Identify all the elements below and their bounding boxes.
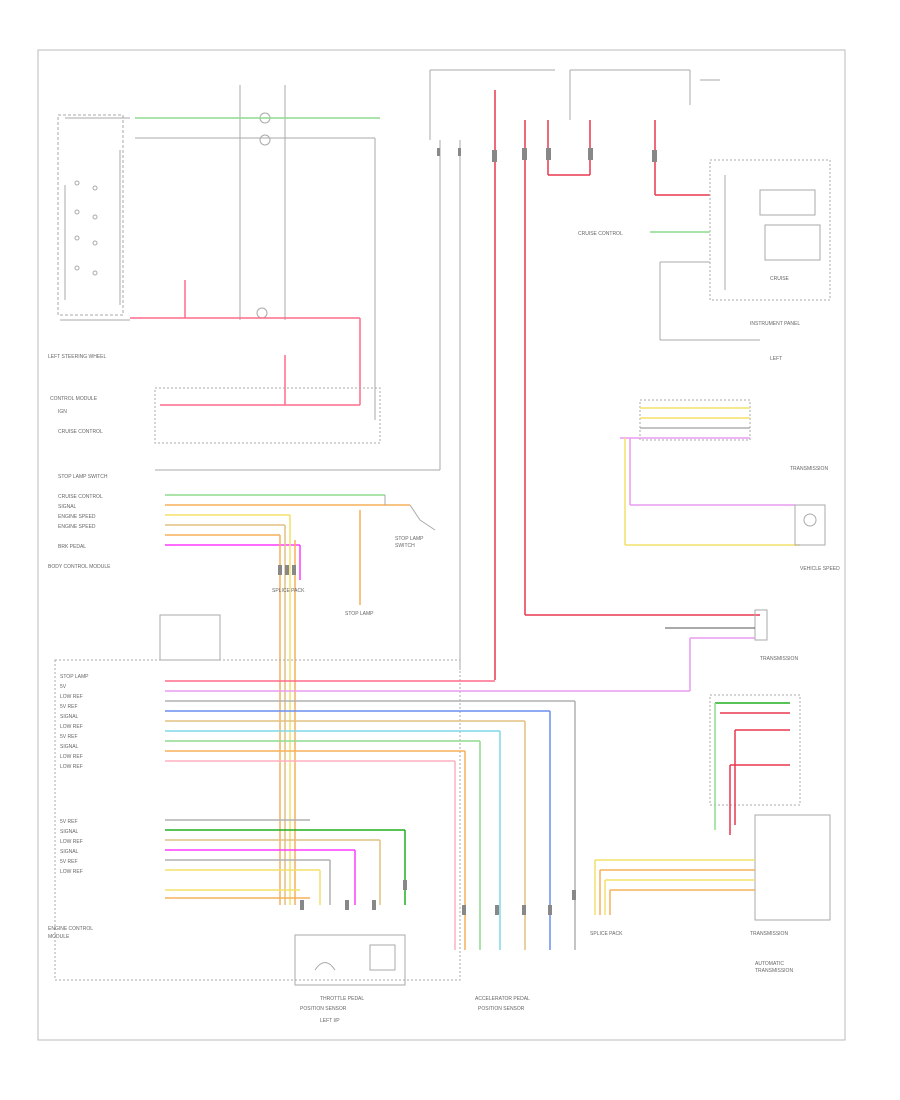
svg-text:LOW REF: LOW REF: [60, 839, 83, 845]
left-instrument-panel: [57, 114, 130, 321]
svg-text:ENGINE CONTROL: ENGINE CONTROL: [48, 926, 93, 932]
svg-text:STOP LAMP: STOP LAMP: [60, 674, 89, 680]
svg-text:LOW REF: LOW REF: [60, 869, 83, 875]
body-control-module: [154, 140, 461, 670]
svg-text:SPLICE PACK: SPLICE PACK: [590, 931, 623, 937]
pedal-drops: [319, 830, 406, 905]
svg-text:LOW REF: LOW REF: [60, 754, 83, 760]
engine-control-module: [54, 614, 461, 981]
svg-text:SIGNAL: SIGNAL: [60, 744, 79, 750]
svg-text:LOW REF: LOW REF: [60, 694, 83, 700]
svg-text:STOP LAMP SWITCH: STOP LAMP SWITCH: [58, 474, 108, 480]
svg-text:CONTROL MODULE: CONTROL MODULE: [50, 396, 98, 402]
svg-text:THROTTLE PEDAL: THROTTLE PEDAL: [320, 996, 364, 1002]
transmission-module: [709, 694, 831, 921]
right-connector: [639, 399, 751, 441]
svg-text:TRANSMISSION: TRANSMISSION: [760, 656, 798, 662]
svg-text:BRK PEDAL: BRK PEDAL: [58, 544, 86, 550]
svg-text:CRUISE: CRUISE: [770, 276, 790, 282]
fuse-block: [429, 69, 720, 140]
svg-text:5V REF: 5V REF: [60, 734, 78, 740]
connector-pins: [278, 148, 657, 915]
svg-text:TRANSMISSION: TRANSMISSION: [790, 466, 828, 472]
svg-text:TRANSMISSION: TRANSMISSION: [755, 968, 793, 974]
svg-text:ENGINE SPEED: ENGINE SPEED: [58, 514, 96, 520]
svg-text:INSTRUMENT PANEL: INSTRUMENT PANEL: [750, 321, 800, 327]
wire-pink-left: [130, 280, 361, 406]
svg-text:SPLICE PACK: SPLICE PACK: [272, 588, 305, 594]
svg-text:TRANSMISSION: TRANSMISSION: [750, 931, 788, 937]
svg-text:SWITCH: SWITCH: [395, 543, 415, 549]
svg-text:ENGINE SPEED: ENGINE SPEED: [58, 524, 96, 530]
lower-right-connector: [754, 609, 768, 641]
svg-text:POSITION SENSOR: POSITION SENSOR: [478, 1006, 525, 1012]
top-solenoid: [135, 85, 376, 420]
svg-text:5V: 5V: [60, 684, 67, 690]
svg-text:VEHICLE SPEED: VEHICLE SPEED: [800, 566, 840, 572]
svg-text:5V REF: 5V REF: [60, 859, 78, 865]
svg-text:IGN: IGN: [58, 409, 67, 415]
relay-box: [659, 159, 831, 341]
svg-text:SIGNAL: SIGNAL: [58, 504, 77, 510]
svg-text:5V REF: 5V REF: [60, 819, 78, 825]
ecm-vertical-drops: [454, 701, 576, 950]
speed-sensor: [794, 504, 826, 546]
svg-text:ACCELERATOR PEDAL: ACCELERATOR PEDAL: [475, 996, 530, 1002]
svg-text:CRUISE CONTROL: CRUISE CONTROL: [58, 494, 103, 500]
svg-text:SIGNAL: SIGNAL: [60, 829, 79, 835]
svg-text:LOW REF: LOW REF: [60, 724, 83, 730]
svg-text:MODULE: MODULE: [48, 934, 70, 940]
svg-text:BODY CONTROL MODULE: BODY CONTROL MODULE: [48, 564, 111, 570]
svg-text:SIGNAL: SIGNAL: [60, 714, 79, 720]
svg-text:LEFT I/P: LEFT I/P: [320, 1018, 340, 1024]
svg-text:STOP LAMP: STOP LAMP: [395, 536, 424, 542]
stop-lamp-switch: [384, 495, 436, 531]
svg-text:AUTOMATIC: AUTOMATIC: [755, 961, 784, 967]
svg-text:STOP LAMP: STOP LAMP: [345, 611, 374, 617]
diagram-border: [37, 49, 846, 1041]
wire-red-top: [494, 90, 760, 680]
svg-text:CRUISE CONTROL: CRUISE CONTROL: [578, 231, 623, 237]
svg-text:LEFT: LEFT: [770, 356, 782, 362]
splice-bundle: [279, 515, 301, 905]
svg-text:CRUISE CONTROL: CRUISE CONTROL: [58, 429, 103, 435]
svg-text:POSITION SENSOR: POSITION SENSOR: [300, 1006, 347, 1012]
label-left-panel: LEFT STEERING WHEEL: [48, 354, 106, 360]
svg-text:SIGNAL: SIGNAL: [60, 849, 79, 855]
svg-text:5V REF: 5V REF: [60, 704, 78, 710]
pedal-sensor: [294, 934, 406, 986]
svg-text:LOW REF: LOW REF: [60, 764, 83, 770]
